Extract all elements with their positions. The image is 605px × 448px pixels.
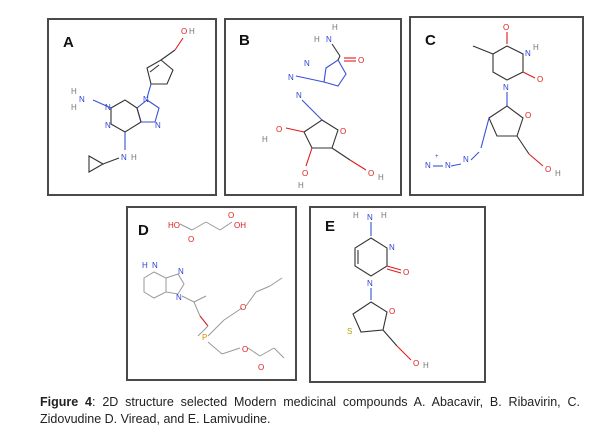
svg-text:N: N [445,161,451,170]
caption-label: Figure 4 [40,395,92,409]
svg-text:N: N [79,95,85,104]
panel-e: E H N H N O N O S O H [309,206,486,383]
svg-text:H: H [298,181,304,190]
svg-text:N: N [105,103,111,112]
svg-text:N: N [105,121,111,130]
svg-text:H: H [533,43,539,52]
svg-text:O: O [340,127,346,136]
svg-text:H: H [189,27,195,36]
svg-text:N: N [121,153,127,162]
svg-text:H: H [131,153,137,162]
svg-text:N: N [143,95,149,104]
svg-text:O: O [276,125,282,134]
panel-label-a: A [63,34,74,51]
svg-text:O: O [242,345,248,354]
svg-text:P: P [202,333,207,342]
svg-text:O: O [389,307,395,316]
svg-text:H: H [381,211,387,220]
svg-text:S: S [347,327,352,336]
svg-text:O: O [240,303,246,312]
svg-text:N: N [463,155,469,164]
svg-text:O: O [358,56,364,65]
zidovudine-structure: O N H O N O O H N N N + [425,23,561,178]
panel-label-e: E [325,218,336,235]
svg-text:N: N [176,293,182,302]
svg-text:H: H [314,35,320,44]
svg-text:N: N [152,261,158,270]
svg-text:N: N [326,35,332,44]
svg-text:O: O [302,169,308,178]
svg-text:H: H [555,169,561,178]
svg-text:O: O [368,169,374,178]
svg-text:O: O [545,165,551,174]
svg-text:O: O [525,111,531,120]
svg-text:H: H [71,103,77,112]
panel-label-d: D [138,222,149,239]
svg-text:H: H [378,173,384,182]
svg-text:O: O [403,268,409,277]
svg-text:O: O [537,75,543,84]
viread-structure: HO O O OH H N N N P O O O [142,211,285,372]
svg-text:H: H [423,361,429,370]
svg-text:O: O [228,211,234,220]
svg-text:N: N [503,83,509,92]
lamivudine-structure: H N H N O N O S O H [347,211,429,370]
svg-text:N: N [525,49,531,58]
svg-text:H: H [142,261,148,270]
svg-text:H: H [71,87,77,96]
svg-text:H: H [262,135,268,144]
panel-label-c: C [425,32,436,49]
caption-text: : 2D structure selected Modern medicinal… [40,395,580,426]
svg-text:OH: OH [234,221,246,230]
svg-text:O: O [413,359,419,368]
svg-text:O: O [181,27,187,36]
svg-text:O: O [188,235,194,244]
svg-text:N: N [296,91,302,100]
panel-a: A O H N N N N N H H N H [47,18,217,196]
svg-text:N: N [367,279,373,288]
svg-text:H: H [332,23,338,32]
svg-text:N: N [425,161,431,170]
svg-text:HO: HO [168,221,180,230]
svg-text:N: N [389,243,395,252]
ribavirin-structure: H N H O N N N O O H O H O H [262,23,384,190]
panel-label-b: B [239,32,250,49]
svg-text:N: N [178,267,184,276]
svg-text:+: + [435,154,439,160]
panel-d: D HO O O OH H N N N P O O O [126,206,297,381]
svg-text:N: N [288,73,294,82]
svg-text:N: N [367,213,373,222]
svg-text:H: H [353,211,359,220]
abacavir-structure: O H N N N N N H H N H [71,27,195,173]
svg-text:N: N [155,121,161,130]
svg-text:O: O [258,363,264,372]
panel-c: C O N H O N O O H N N N + [409,16,584,196]
svg-text:O: O [503,23,509,32]
figure-caption: Figure 4: 2D structure selected Modern m… [40,394,580,428]
panel-b: B H N H O N N N O O H O H O H [224,18,402,196]
svg-text:N: N [304,59,310,68]
